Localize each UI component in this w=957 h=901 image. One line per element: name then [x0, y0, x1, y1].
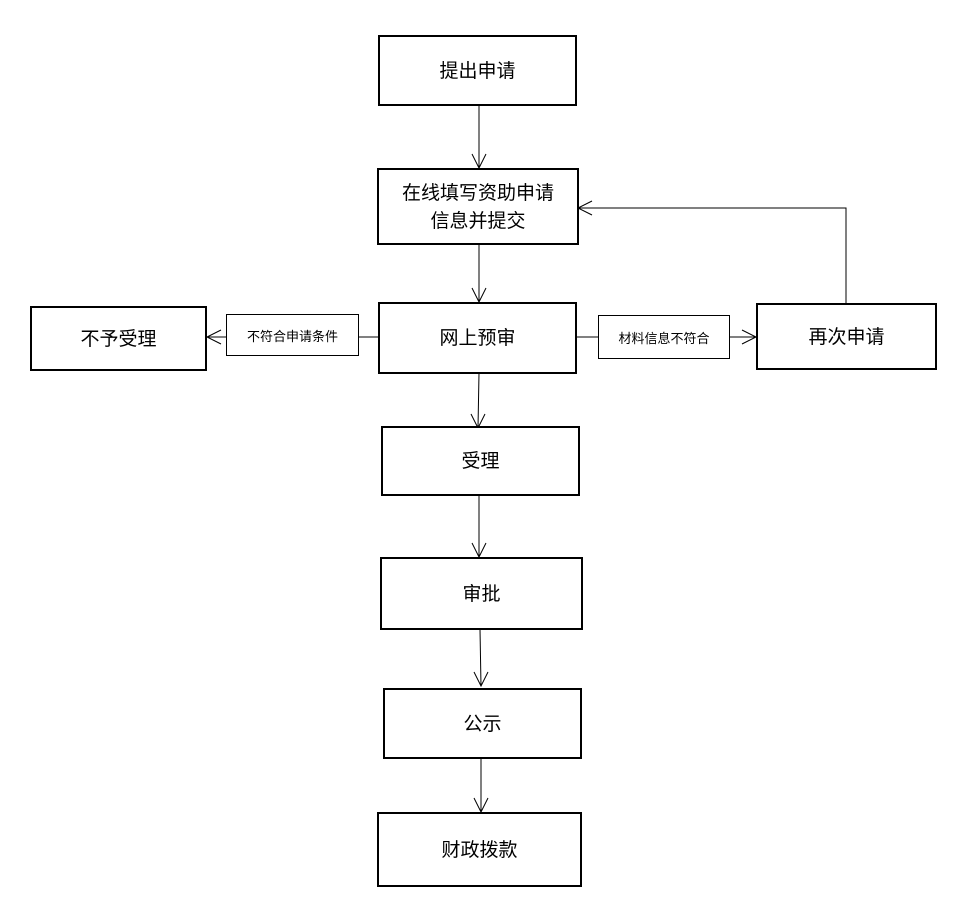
node-approve: 审批 [380, 557, 583, 630]
arrowhead-prereview-to-reject [205, 329, 222, 345]
node-apply-label: 提出申请 [439, 59, 516, 82]
node-publicize: 公示 [383, 688, 582, 759]
node-fill-label-line1: 在线填写资助申请 [401, 181, 554, 204]
node-reject-label: 不予受理 [80, 327, 157, 350]
node-reapply: 再次申请 [756, 303, 937, 370]
arrowhead-approve-to-publicize [473, 671, 489, 688]
node-accept-label: 受理 [461, 450, 500, 472]
node-disburse-label: 财政拨款 [441, 838, 518, 861]
node-prereview: 网上预审 [378, 302, 577, 374]
edge-label-materials-mismatch: 材料信息不符合 [598, 315, 730, 359]
node-fill-label-line2: 信息并提交 [430, 209, 526, 232]
node-fill-online: 在线填写资助申请 信息并提交 [377, 168, 579, 245]
node-disburse: 财政拨款 [377, 812, 582, 887]
node-approve-label: 审批 [462, 582, 501, 605]
node-prereview-label: 网上预审 [439, 327, 516, 349]
arrow-approve-to-publicize [479, 628, 482, 687]
edge-label-not-meet-conditions-text: 不符合申请条件 [246, 329, 338, 345]
node-reject: 不予受理 [30, 306, 207, 371]
node-accept: 受理 [381, 426, 580, 496]
arrow-reapply-to-fill [578, 207, 847, 304]
node-reapply-label: 再次申请 [808, 325, 885, 348]
arrow-prereview-to-accept [477, 372, 480, 429]
node-apply: 提出申请 [378, 35, 577, 106]
edge-label-materials-mismatch-text: 材料信息不符合 [618, 331, 710, 347]
edge-label-not-meet-conditions: 不符合申请条件 [226, 314, 359, 356]
node-publicize-label: 公示 [463, 712, 502, 735]
